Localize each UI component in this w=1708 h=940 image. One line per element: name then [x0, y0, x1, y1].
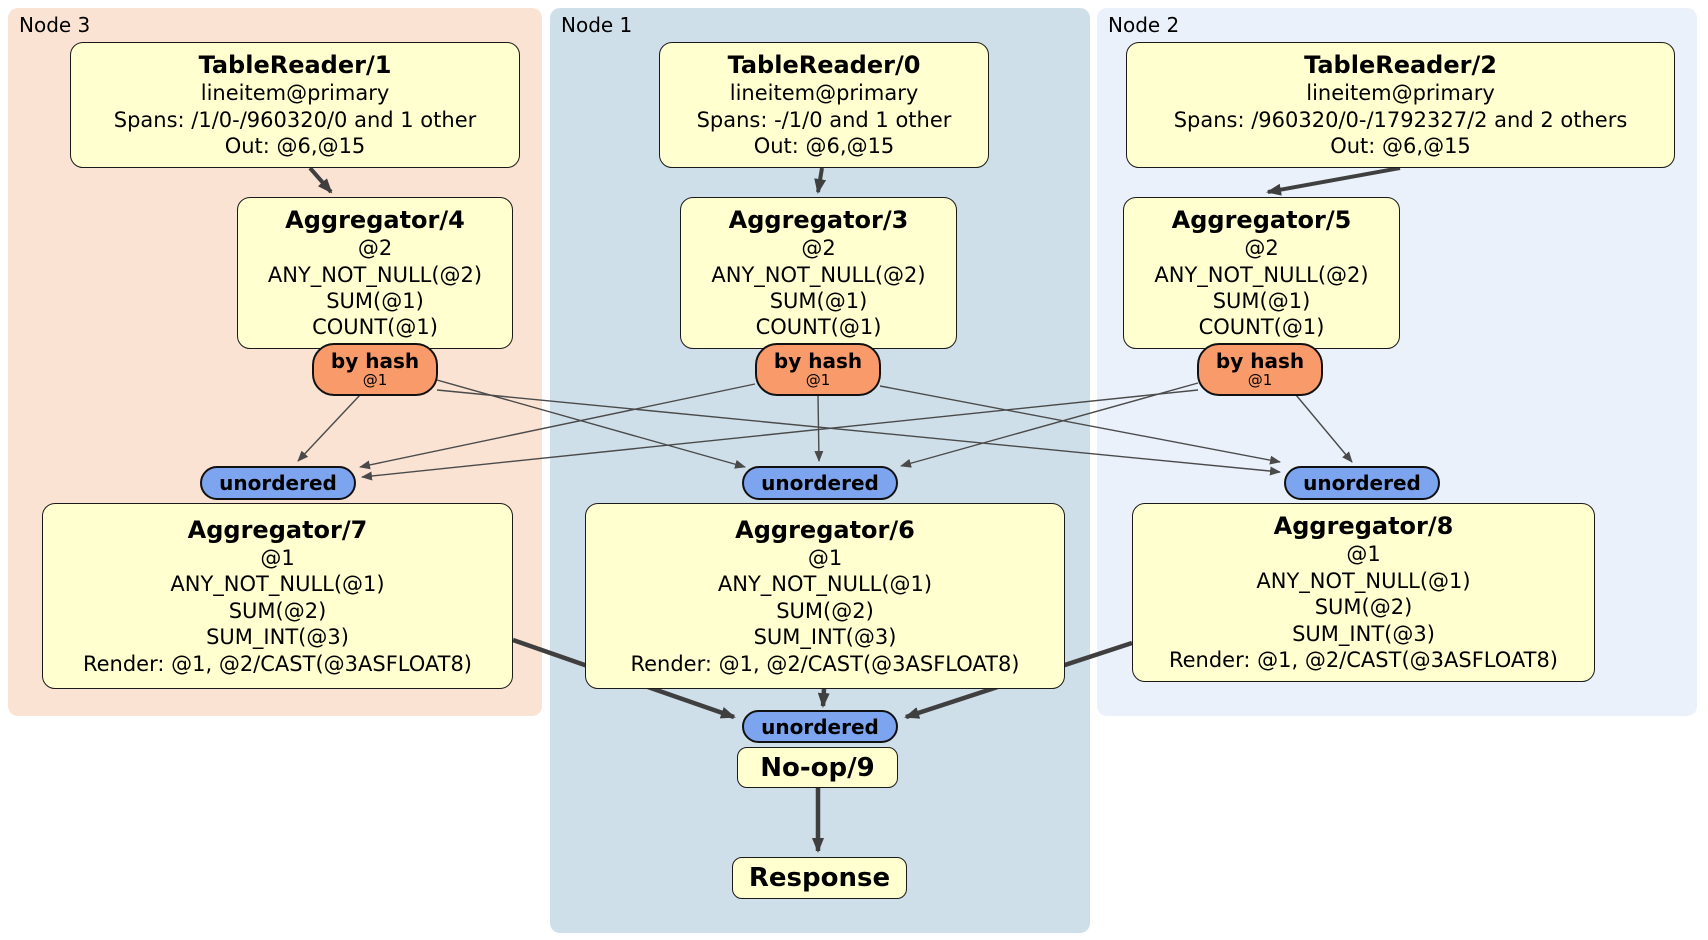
processor-title: Aggregator/5	[1171, 206, 1352, 235]
processor-title: TableReader/2	[1304, 51, 1497, 80]
processor-detail: lineitem@primary	[200, 81, 390, 106]
processor-noop-9: No-op/9	[737, 747, 898, 788]
router-by-hash-agg3: by hash @1	[755, 343, 881, 396]
processor-detail: SUM_INT(@3)	[753, 625, 897, 650]
processor-detail: Spans: /1/0-/960320/0 and 1 other	[113, 107, 477, 132]
edge-byhash3-sync6	[814, 394, 824, 462]
sync-label: unordered	[219, 471, 337, 495]
processor-aggregator-3: Aggregator/3 @2 ANY_NOT_NULL(@2) SUM(@1)…	[680, 197, 957, 349]
router-by-hash-agg5: by hash @1	[1197, 343, 1323, 396]
sync-label: unordered	[761, 471, 879, 495]
processor-detail: SUM(@1)	[769, 289, 868, 313]
region-label-node3: Node 3	[19, 13, 91, 37]
processor-title: Aggregator/7	[187, 515, 368, 544]
processor-title: TableReader/0	[727, 51, 921, 80]
processor-detail: SUM(@2)	[1314, 595, 1413, 620]
sync-label: unordered	[761, 714, 879, 739]
processor-detail: COUNT(@1)	[312, 315, 438, 340]
processor-detail: ANY_NOT_NULL(@1)	[717, 572, 933, 597]
processor-aggregator-4: Aggregator/4 @2 ANY_NOT_NULL(@2) SUM(@1)…	[237, 197, 513, 349]
sync-label: unordered	[1303, 471, 1421, 495]
processor-detail: @2	[357, 236, 393, 261]
sync-unordered-agg8: unordered	[1284, 466, 1440, 500]
processor-detail: @1	[260, 545, 295, 570]
processor-detail: Out: @6,@15	[1330, 134, 1471, 159]
processor-detail: COUNT(@1)	[755, 315, 882, 340]
processor-detail: SUM(@2)	[776, 598, 874, 623]
processor-response: Response	[732, 857, 907, 899]
router-label: by hash	[1215, 348, 1305, 373]
processor-detail: SUM(@1)	[326, 289, 424, 313]
processor-detail: ANY_NOT_NULL(@2)	[267, 262, 483, 287]
processor-detail: lineitem@primary	[1306, 81, 1495, 106]
processor-detail: COUNT(@1)	[1198, 315, 1325, 340]
router-detail: @1	[1247, 370, 1273, 389]
processor-detail: ANY_NOT_NULL(@2)	[711, 262, 926, 287]
edge-byhash5-sync8	[1295, 394, 1353, 463]
edge-byhash5-sync6	[900, 382, 1199, 468]
region-label-node2: Node 2	[1108, 13, 1180, 37]
edge-byhash3-sync8	[879, 385, 1281, 465]
processor-detail: SUM(@1)	[1212, 289, 1311, 313]
processor-detail: @2	[801, 236, 836, 261]
processor-title: Response	[748, 863, 891, 893]
router-detail: @1	[805, 370, 831, 389]
edge-tr0-agg3	[814, 167, 827, 194]
router-detail: @1	[362, 370, 388, 389]
sync-unordered-agg6: unordered	[742, 466, 898, 500]
processor-detail: lineitem@primary	[729, 81, 919, 106]
processor-title: Aggregator/4	[285, 206, 465, 235]
processor-aggregator-7: Aggregator/7 @1 ANY_NOT_NULL(@1) SUM(@2)…	[42, 503, 513, 689]
processor-title: TableReader/1	[198, 51, 392, 80]
processor-title: Aggregator/8	[1273, 512, 1454, 541]
processor-tablereader-0: TableReader/0 lineitem@primary Spans: -/…	[659, 42, 989, 168]
router-label: by hash	[773, 348, 863, 373]
processor-detail: Out: @6,@15	[753, 134, 895, 159]
processor-aggregator-5: Aggregator/5 @2 ANY_NOT_NULL(@2) SUM(@1)…	[1123, 197, 1400, 349]
processor-detail: ANY_NOT_NULL(@1)	[170, 572, 385, 597]
sync-unordered-noop: unordered	[742, 710, 898, 743]
processor-detail: @2	[1244, 236, 1279, 261]
processor-detail: @1	[1346, 542, 1381, 567]
edge-tr2-agg5	[1266, 166, 1401, 196]
processor-detail: Render: @1, @2/CAST(@3ASFLOAT8)	[82, 651, 473, 676]
processor-title: Aggregator/6	[735, 515, 915, 544]
processor-detail: Spans: -/1/0 and 1 other	[696, 107, 952, 132]
processor-detail: @1	[807, 545, 843, 570]
processor-detail: SUM_INT(@3)	[1292, 621, 1435, 646]
edge-agg6-syncnoop	[817, 688, 830, 708]
processor-detail: Out: @6,@15	[224, 134, 366, 159]
processor-detail: Render: @1, @2/CAST(@3ASFLOAT8)	[630, 651, 1020, 676]
region-label-node1: Node 1	[561, 13, 633, 37]
edge-byhash4-sync7	[297, 394, 361, 462]
edge-byhash4-sync8	[436, 389, 1281, 476]
processor-aggregator-8: Aggregator/8 @1 ANY_NOT_NULL(@1) SUM(@2)…	[1132, 503, 1595, 682]
router-by-hash-agg4: by hash @1	[312, 343, 438, 396]
edge-byhash4-sync6	[436, 379, 746, 469]
router-label: by hash	[330, 348, 420, 373]
edge-byhash3-sync7	[359, 383, 756, 470]
processor-detail: Render: @1, @2/CAST(@3ASFLOAT8)	[1168, 648, 1559, 673]
processor-detail: ANY_NOT_NULL(@2)	[1154, 262, 1369, 287]
processor-detail: SUM_INT(@3)	[206, 625, 349, 650]
processor-tablereader-2: TableReader/2 lineitem@primary Spans: /9…	[1126, 42, 1675, 168]
processor-title: No-op/9	[760, 752, 875, 783]
processor-detail: SUM(@2)	[228, 598, 327, 623]
processor-title: Aggregator/3	[728, 206, 909, 235]
processor-detail: Spans: /960320/0-/1792327/2 and 2 others	[1173, 107, 1628, 132]
edge-byhash5-sync7	[361, 389, 1199, 481]
processor-detail: ANY_NOT_NULL(@1)	[1256, 568, 1471, 593]
processor-tablereader-1: TableReader/1 lineitem@primary Spans: /1…	[70, 42, 520, 168]
sync-unordered-agg7: unordered	[200, 466, 356, 500]
processor-aggregator-6: Aggregator/6 @1 ANY_NOT_NULL(@1) SUM(@2)…	[585, 503, 1065, 689]
edge-tr1-agg4	[308, 166, 333, 194]
